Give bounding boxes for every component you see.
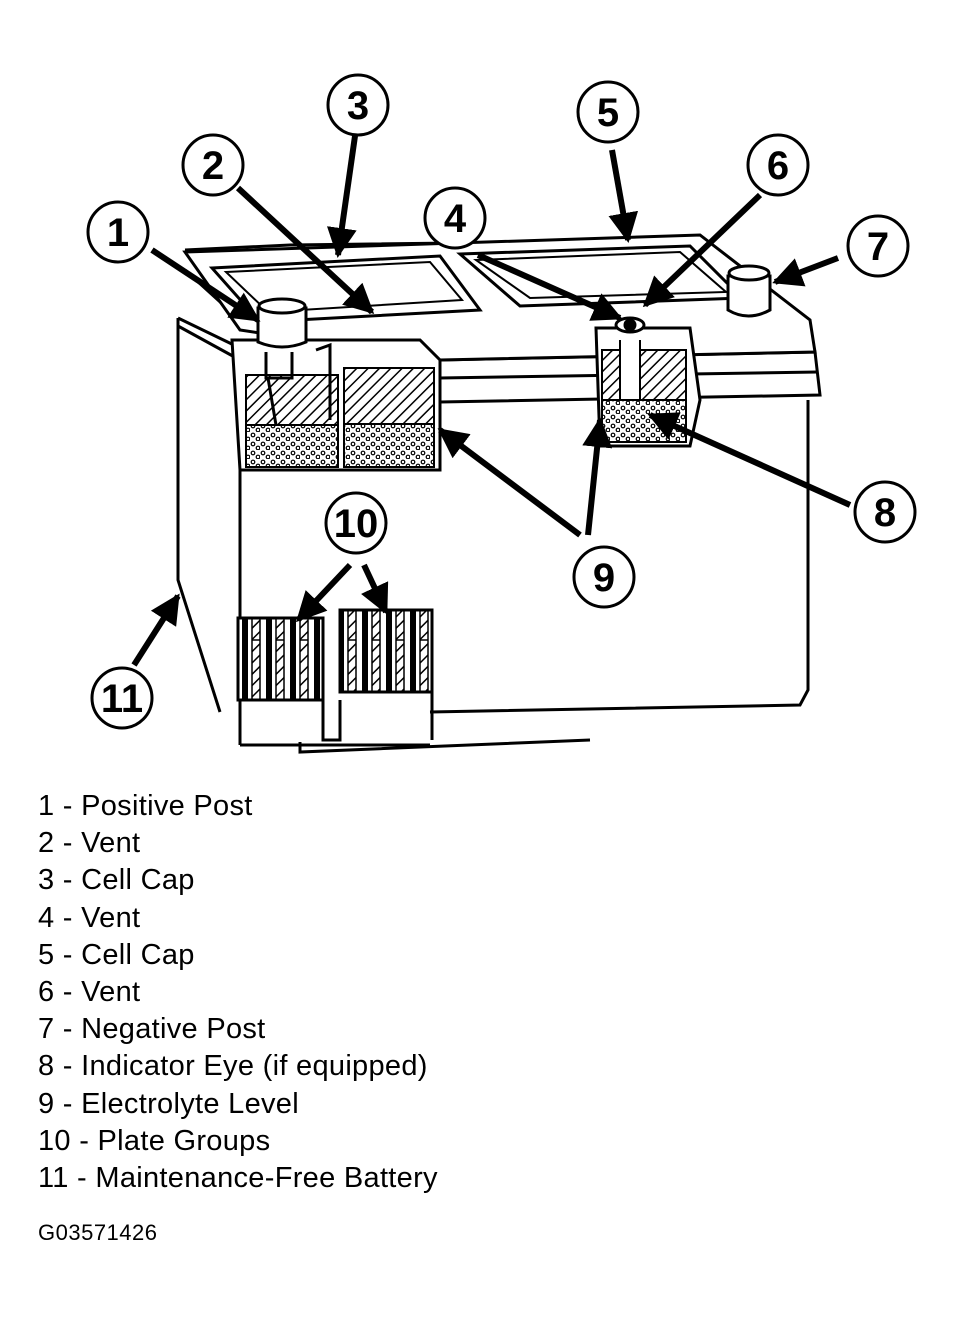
leader-7 [772, 255, 840, 287]
legend-item: 7 - Negative Post [38, 1013, 266, 1046]
callout-4: 4 [423, 186, 487, 250]
leader-10b [360, 563, 389, 615]
callout-9: 9 [572, 545, 636, 609]
callout-circles: 1 2 3 4 5 6 7 8 9 10 11 [86, 73, 917, 730]
svg-text:3: 3 [347, 84, 369, 128]
leader-1 [150, 247, 261, 323]
leader-5 [608, 149, 639, 243]
leader-11 [131, 593, 181, 667]
legend-item: 2 - Vent [38, 827, 141, 860]
leader-9b [582, 417, 613, 536]
legend-item: 1 - Positive Post [38, 790, 253, 822]
callout-1: 1 [86, 200, 150, 264]
legend-item: 8 - Indicator Eye (if equipped) [38, 1050, 428, 1083]
legend-item: 6 - Vent [38, 976, 141, 1009]
cutaway-left [230, 338, 442, 472]
leader-9a [437, 427, 582, 538]
negative-post [726, 264, 772, 318]
plate-groups [236, 608, 434, 742]
leader-arrows [131, 135, 852, 667]
indicator-eye [614, 316, 646, 334]
positive-post [256, 297, 308, 426]
callout-3: 3 [326, 73, 390, 137]
legend-list: 1 - Positive Post 2 - Vent 3 - Cell Cap … [38, 788, 438, 1197]
legend-item: 11 - Maintenance-Free Battery [38, 1162, 438, 1195]
leader-3 [326, 135, 358, 258]
leader-6 [642, 192, 763, 308]
svg-text:11: 11 [101, 677, 143, 721]
battery-diagram: 1 2 3 4 5 6 7 8 9 10 11 [86, 73, 917, 754]
callout-2: 2 [181, 133, 245, 197]
callout-6: 6 [746, 133, 810, 197]
callout-11: 11 [90, 666, 154, 730]
svg-text:5: 5 [597, 91, 619, 135]
legend-item: 4 - Vent [38, 901, 141, 934]
svg-text:7: 7 [867, 225, 889, 269]
legend-item: 10 - Plate Groups [38, 1124, 271, 1157]
svg-text:4: 4 [444, 197, 467, 241]
svg-text:10: 10 [334, 502, 379, 546]
callout-8: 8 [853, 480, 917, 544]
svg-text:6: 6 [767, 144, 789, 188]
svg-text:1: 1 [107, 211, 129, 255]
leader-10a [295, 562, 353, 623]
callout-10: 10 [324, 491, 388, 555]
svg-text:2: 2 [202, 144, 224, 188]
legend-item: 9 - Electrolyte Level [38, 1087, 299, 1120]
leader-2 [235, 185, 375, 315]
legend-item: 5 - Cell Cap [38, 938, 195, 971]
figure-id: G03571426 [38, 1220, 158, 1245]
callout-7: 7 [846, 214, 910, 278]
svg-text:9: 9 [593, 556, 615, 600]
leader-8 [647, 412, 852, 508]
legend-item: 3 - Cell Cap [38, 864, 195, 897]
leader-4 [476, 252, 623, 321]
callout-5: 5 [576, 80, 640, 144]
svg-text:8: 8 [874, 491, 896, 535]
